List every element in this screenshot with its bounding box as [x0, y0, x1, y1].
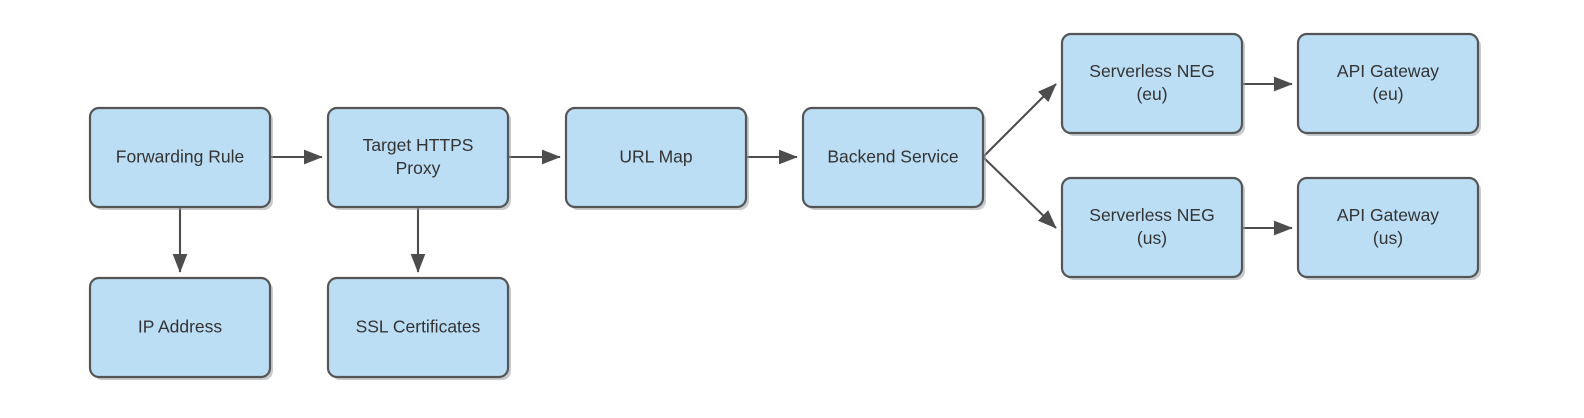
node-url-map[interactable]: URL Map: [564, 106, 749, 210]
node-label-line: Backend Service: [827, 146, 958, 166]
node-label: URL Map: [619, 146, 692, 166]
node-box[interactable]: [326, 106, 510, 209]
node-ip-address[interactable]: IP Address: [88, 276, 273, 380]
node-label: Serverless NEG (us): [1089, 205, 1214, 248]
node-box[interactable]: [1060, 32, 1244, 135]
node-label: API Gateway (us): [1337, 205, 1439, 248]
node-label-line: URL Map: [619, 146, 692, 166]
node-serverless-neg-us[interactable]: Serverless NEG (us): [1060, 176, 1245, 280]
node-label-line: Target HTTPS: [363, 135, 474, 155]
edge-line: [982, 156, 1057, 229]
node-label-line: IP Address: [138, 316, 223, 336]
node-label-line: (us): [1373, 228, 1403, 248]
node-backend-service[interactable]: Backend Service: [801, 106, 986, 210]
node-label-line: SSL Certificates: [356, 316, 481, 336]
node-label-line: Serverless NEG: [1089, 61, 1214, 81]
node-label-line: (us): [1137, 228, 1167, 248]
node-label-line: Proxy: [396, 158, 441, 178]
node-api-gateway-eu[interactable]: API Gateway (eu): [1296, 32, 1481, 136]
node-ssl-certificates[interactable]: SSL Certificates: [326, 276, 511, 380]
node-box[interactable]: [564, 106, 748, 209]
node-box[interactable]: [88, 106, 272, 209]
node-label: Backend Service: [827, 146, 958, 166]
node-box[interactable]: [1296, 32, 1480, 135]
edge-backend-to-neg-us: [982, 156, 1057, 229]
edge-backend-to-neg-eu: [982, 83, 1057, 158]
node-forwarding-rule[interactable]: Forwarding Rule: [88, 106, 273, 210]
node-label-line: API Gateway: [1337, 205, 1439, 225]
node-label: Serverless NEG (eu): [1089, 61, 1214, 104]
node-box[interactable]: [1060, 176, 1244, 279]
node-label-line: Forwarding Rule: [116, 146, 244, 166]
node-serverless-neg-eu[interactable]: Serverless NEG (eu): [1060, 32, 1245, 136]
node-label-line: Serverless NEG: [1089, 205, 1214, 225]
node-label: Forwarding Rule: [116, 146, 244, 166]
node-label: SSL Certificates: [356, 316, 481, 336]
nodes-layer: Forwarding Rule Target HTTPS Proxy URL Map B…: [88, 32, 1481, 380]
node-label-line: API Gateway: [1337, 61, 1439, 81]
node-label-line: (eu): [1136, 84, 1167, 104]
node-box[interactable]: [88, 276, 272, 379]
node-label-line: (eu): [1372, 84, 1403, 104]
node-label: API Gateway (eu): [1337, 61, 1439, 104]
node-box[interactable]: [801, 106, 985, 209]
edge-line: [982, 83, 1057, 158]
node-box[interactable]: [1296, 176, 1480, 279]
edges-layer: [172, 76, 1293, 273]
node-label: IP Address: [138, 316, 223, 336]
node-api-gateway-us[interactable]: API Gateway (us): [1296, 176, 1481, 280]
node-label: Target HTTPS Proxy: [363, 135, 474, 178]
node-box[interactable]: [326, 276, 510, 379]
node-target-https-proxy[interactable]: Target HTTPS Proxy: [326, 106, 511, 210]
